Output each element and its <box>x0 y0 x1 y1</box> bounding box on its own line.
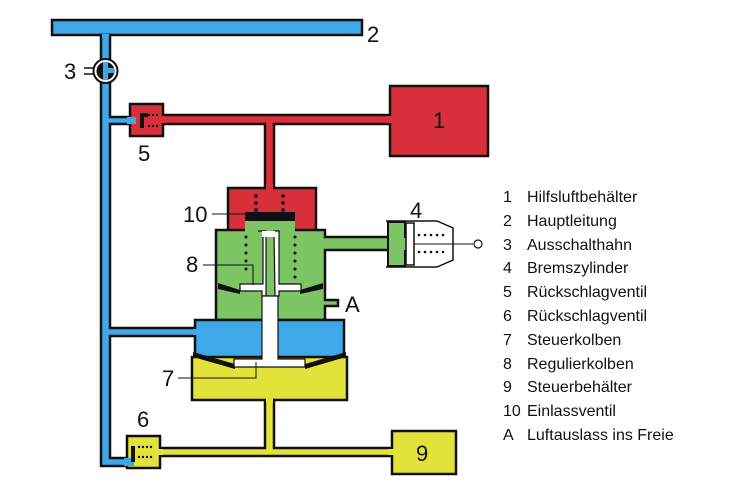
callout-10: 10 <box>183 202 207 227</box>
main-line-branch <box>99 33 198 468</box>
leader-line-8 <box>203 264 254 285</box>
callout-8: 8 <box>186 252 198 277</box>
control-chamber <box>124 295 458 476</box>
auxiliary-circuit <box>127 84 490 192</box>
legend: 1 Hilfsluftbehälter 2 Hauptleitung 3 Aussch… <box>503 186 674 448</box>
callout-6: 6 <box>137 407 149 432</box>
callout-3: 3 <box>64 59 76 84</box>
legend-label: Rückschlagventil <box>527 284 648 302</box>
leader-line-7 <box>178 362 257 379</box>
legend-key: 6 <box>503 307 512 325</box>
callout-9: 9 <box>416 441 428 466</box>
legend-key: 8 <box>503 355 512 373</box>
legend-item: 10 Einlassventil <box>503 400 674 424</box>
legend-item: 4 Bremszylinder <box>503 257 674 281</box>
legend-item: 9 Steuerbehälter <box>503 376 674 400</box>
brake-cylinder-chamber <box>214 221 407 322</box>
callout-A: A <box>345 292 360 317</box>
legend-label: Luftauslass ins Freie <box>527 426 674 444</box>
legend-label: Hauptleitung <box>527 212 617 230</box>
inlet-valve-disc <box>245 212 295 221</box>
legend-key: 10 <box>503 403 521 421</box>
cut-out-cock <box>84 58 119 84</box>
legend-label: Regulierkolben <box>527 355 634 373</box>
legend-label: Einlassventil <box>527 403 616 421</box>
legend-key: 9 <box>503 379 512 397</box>
main-line-pipe <box>50 18 364 37</box>
legend-key: 2 <box>503 212 512 230</box>
legend-key: 5 <box>503 284 512 302</box>
legend-item: 6 Rückschlagventil <box>503 305 674 329</box>
legend-item: 1 Hilfsluftbehälter <box>503 186 674 210</box>
callout-4: 4 <box>410 198 422 223</box>
legend-item: 3 Ausschalthahn <box>503 234 674 258</box>
legend-item: 2 Hauptleitung <box>503 210 674 234</box>
legend-key: 4 <box>503 260 512 278</box>
legend-key: 1 <box>503 189 512 206</box>
legend-item: A Luftauslass ins Freie <box>503 424 674 448</box>
legend-label: Ausschalthahn <box>527 236 632 254</box>
legend-label: Steuerkolben <box>527 331 622 349</box>
callout-1: 1 <box>433 108 445 133</box>
legend-label: Rückschlagventil <box>527 307 648 325</box>
legend-key: 3 <box>503 236 512 254</box>
brake-cylinder <box>386 220 483 268</box>
control-reservoir <box>390 429 458 476</box>
legend-key: 7 <box>503 331 512 349</box>
callout-5: 5 <box>138 141 150 166</box>
callout-2: 2 <box>367 22 379 47</box>
legend-item: 8 Regulierkolben <box>503 353 674 377</box>
legend-label: Hilfsluftbehälter <box>527 189 638 206</box>
legend-key: A <box>503 426 514 444</box>
legend-item: 7 Steuerkolben <box>503 329 674 353</box>
legend-label: Bremszylinder <box>527 260 629 278</box>
legend-label: Steuerbehälter <box>527 379 632 397</box>
callout-7: 7 <box>162 366 174 391</box>
legend-item: 5 Rückschlagventil <box>503 281 674 305</box>
